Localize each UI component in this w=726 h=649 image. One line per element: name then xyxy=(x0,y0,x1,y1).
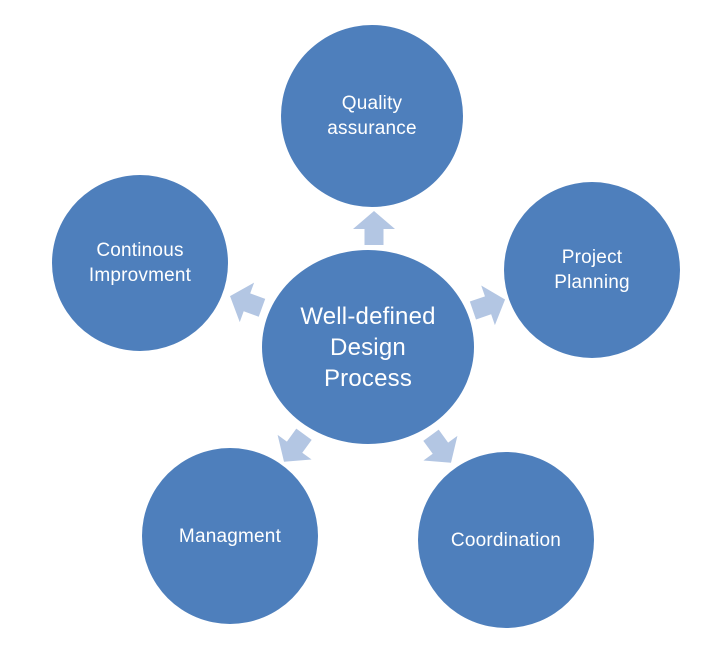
center-ellipse xyxy=(262,250,474,444)
circle-project-planning xyxy=(504,182,680,358)
label-coordination: Coordination xyxy=(450,529,562,551)
label-managment: Managment xyxy=(178,525,282,547)
label-quality-assurance: Quality assurance xyxy=(327,93,417,139)
circle-continous-improvment xyxy=(52,175,228,351)
arrow-to-quality-assurance-icon xyxy=(353,211,395,245)
circle-coordination xyxy=(418,452,594,628)
label-center-process: Well-defined Design Process xyxy=(300,302,436,392)
arrow-to-continous-improvment-icon xyxy=(230,282,266,323)
arrow-to-project-planning-icon xyxy=(469,285,506,326)
arrow-to-coordination-icon xyxy=(423,429,458,463)
label-continous-improvment: Continous Improvment xyxy=(88,240,192,286)
arrow-to-managment-icon xyxy=(277,428,312,462)
circle-quality-assurance xyxy=(281,25,463,207)
circle-managment xyxy=(142,448,318,624)
label-project-planning: Project Planning xyxy=(554,247,630,293)
